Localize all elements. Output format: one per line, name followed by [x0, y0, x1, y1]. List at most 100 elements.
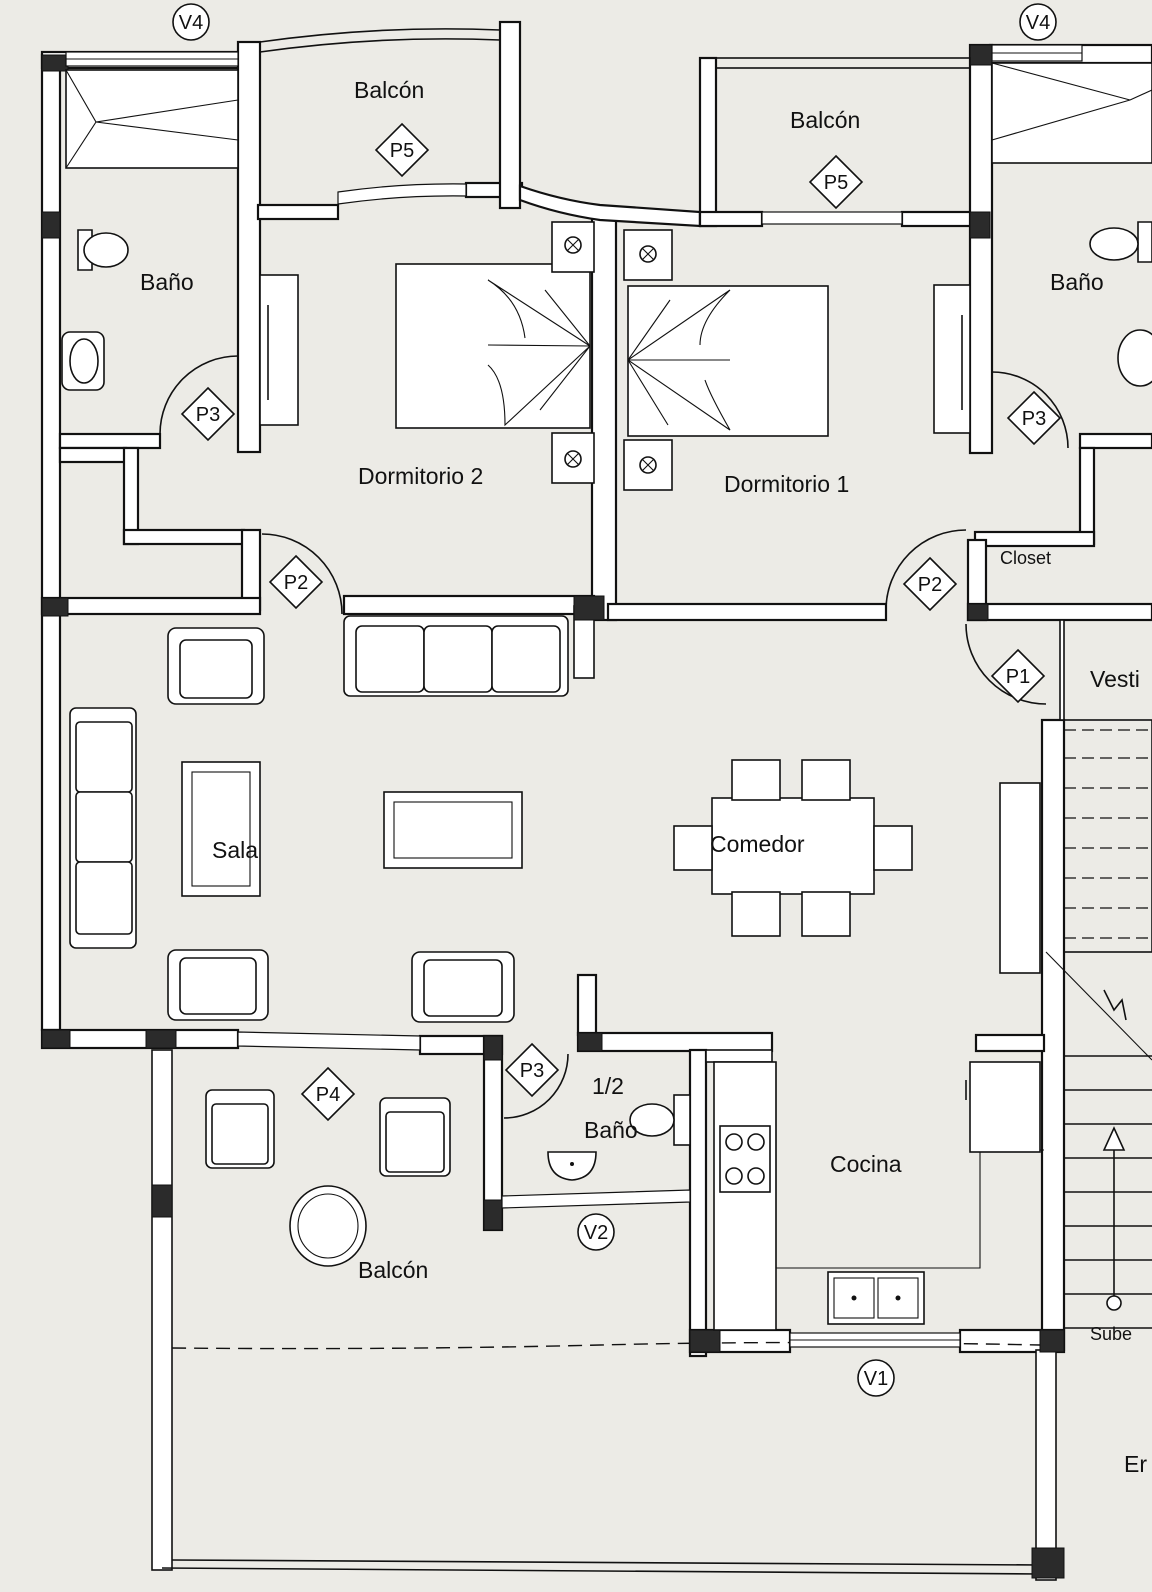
tag-v4-left: V4: [172, 3, 210, 41]
svg-text:V2: V2: [584, 1222, 608, 1244]
stair-break-line: [1045, 951, 1152, 1061]
toilet-tank-half: [673, 1094, 691, 1146]
pillar: [969, 44, 993, 66]
door-arc-p1: [965, 623, 1047, 705]
wall-kitchen-left: [688, 1048, 708, 1358]
arrow-head-icon: [1102, 1126, 1126, 1151]
coffee-table: [383, 791, 523, 869]
shower-left: [65, 69, 239, 169]
tag-p1: P1: [990, 648, 1046, 704]
windows: [65, 28, 1083, 1348]
doors: [159, 355, 1069, 1119]
wall-closet-right-bottom: [966, 602, 1152, 622]
wall-closet-left-bottom: [122, 528, 246, 546]
svg-text:V1: V1: [864, 1368, 888, 1390]
tag-p2-left: P2: [268, 554, 324, 610]
svg-text:V4: V4: [179, 12, 203, 34]
wall-closet-right-inner: [1078, 446, 1096, 546]
pillar: [1031, 1547, 1065, 1579]
pillar: [1039, 1329, 1065, 1353]
stove: [719, 1125, 771, 1193]
svg-text:P5: P5: [824, 172, 848, 194]
tag-v4-right: V4: [1019, 3, 1057, 41]
label-entrada: Er: [1124, 1451, 1147, 1477]
pillar: [41, 597, 69, 617]
wall-balcony-bottom-right: [1035, 1349, 1057, 1581]
label-closet: Closet: [1000, 548, 1051, 568]
chair: [673, 825, 713, 871]
wall-left-exterior: [40, 53, 62, 1032]
label-sala: Sala: [212, 837, 258, 863]
pillar: [483, 1035, 503, 1061]
sink-left: [69, 338, 99, 384]
svg-text:P2: P2: [284, 572, 308, 594]
pillar: [577, 1032, 603, 1052]
half-bath-fixtures: [547, 1094, 691, 1181]
label-comedor: Comedor: [710, 831, 805, 857]
wall-bed1-top-left: [698, 210, 764, 228]
toilet-half: [629, 1103, 675, 1137]
chair: [801, 891, 851, 937]
wall-bath-right-bottom: [1078, 432, 1152, 450]
label-bano-left: Baño: [140, 269, 194, 295]
wall-kitchen-right-top: [974, 1033, 1046, 1053]
wardrobe-bed1: [933, 284, 971, 434]
label-balcon-top-left: Balcón: [354, 77, 424, 103]
wall-bath-left-bottom: [58, 432, 162, 450]
toilet-right: [1089, 227, 1139, 261]
balcony-bottom-edge: [171, 1559, 1041, 1566]
label-medio-bano-fraction: 1/2: [592, 1073, 624, 1099]
label-dormitorio-2: Dormitorio 2: [358, 463, 483, 489]
tag-p5-right: P5: [808, 154, 864, 210]
wall-bed1-bottom: [606, 602, 888, 622]
window-p5-left: [337, 183, 467, 205]
wall-balcony-left-right: [498, 20, 522, 210]
room-labels: Balcón Balcón Baño Baño Dormitorio 2 Dor…: [140, 77, 1147, 1477]
wardrobe-bed2: [259, 274, 299, 426]
pillar: [41, 211, 61, 239]
dining-furniture: [673, 759, 913, 937]
svg-text:P3: P3: [520, 1060, 544, 1082]
stair-flight-upper: [1063, 719, 1152, 953]
pillar: [969, 211, 991, 239]
pillar: [573, 595, 605, 621]
tag-p2-right: P2: [902, 556, 958, 612]
railing-balcony-left-top: [259, 28, 501, 43]
pillar: [145, 1029, 177, 1049]
rug-sala: [181, 761, 261, 897]
pillar: [41, 54, 69, 72]
balcony-table: [289, 1185, 367, 1267]
door-arc-p3-right: [991, 371, 1069, 449]
svg-text:P2: P2: [918, 574, 942, 596]
wall-half-bath-top: [576, 1031, 774, 1053]
wall-living-top-left: [40, 596, 262, 616]
toilet-tank-right: [1137, 221, 1152, 263]
label-dormitorio-1: Dormitorio 1: [724, 471, 849, 497]
wall-bath-right-divider: [968, 43, 994, 455]
tag-p5-left: P5: [374, 122, 430, 178]
wall-balcony-right-left: [698, 56, 718, 228]
balcony-bottom-edge-outer: [161, 1567, 1041, 1575]
toilet-left: [83, 232, 129, 268]
label-cocina: Cocina: [830, 1151, 902, 1177]
living-furniture: [69, 615, 569, 1023]
pillar: [689, 1329, 721, 1353]
wall-bed2-bottom: [342, 594, 596, 616]
chair: [873, 825, 913, 871]
wall-balcony-bottom-left: [151, 1049, 173, 1571]
bed-bed1: [627, 285, 829, 437]
window-p5-right: [761, 211, 903, 225]
door-arc-p2-left: [261, 533, 343, 615]
wall-bed2-top-left: [256, 203, 340, 221]
svg-text:P3: P3: [196, 404, 220, 426]
svg-text:V4: V4: [1026, 12, 1050, 34]
wall-vestibule-left: [1059, 619, 1065, 721]
window-p4: [237, 1031, 421, 1051]
opening-tags: V4 V4 V2 V1 P5 P5 P3 P3: [172, 3, 1062, 1397]
label-sube: Sube: [1090, 1324, 1132, 1344]
label-vestibulo: Vesti: [1090, 666, 1140, 692]
stairs: [1045, 719, 1152, 1329]
kitchen-sink: [827, 1271, 925, 1325]
balcony-overhang-line: [171, 1341, 1041, 1350]
